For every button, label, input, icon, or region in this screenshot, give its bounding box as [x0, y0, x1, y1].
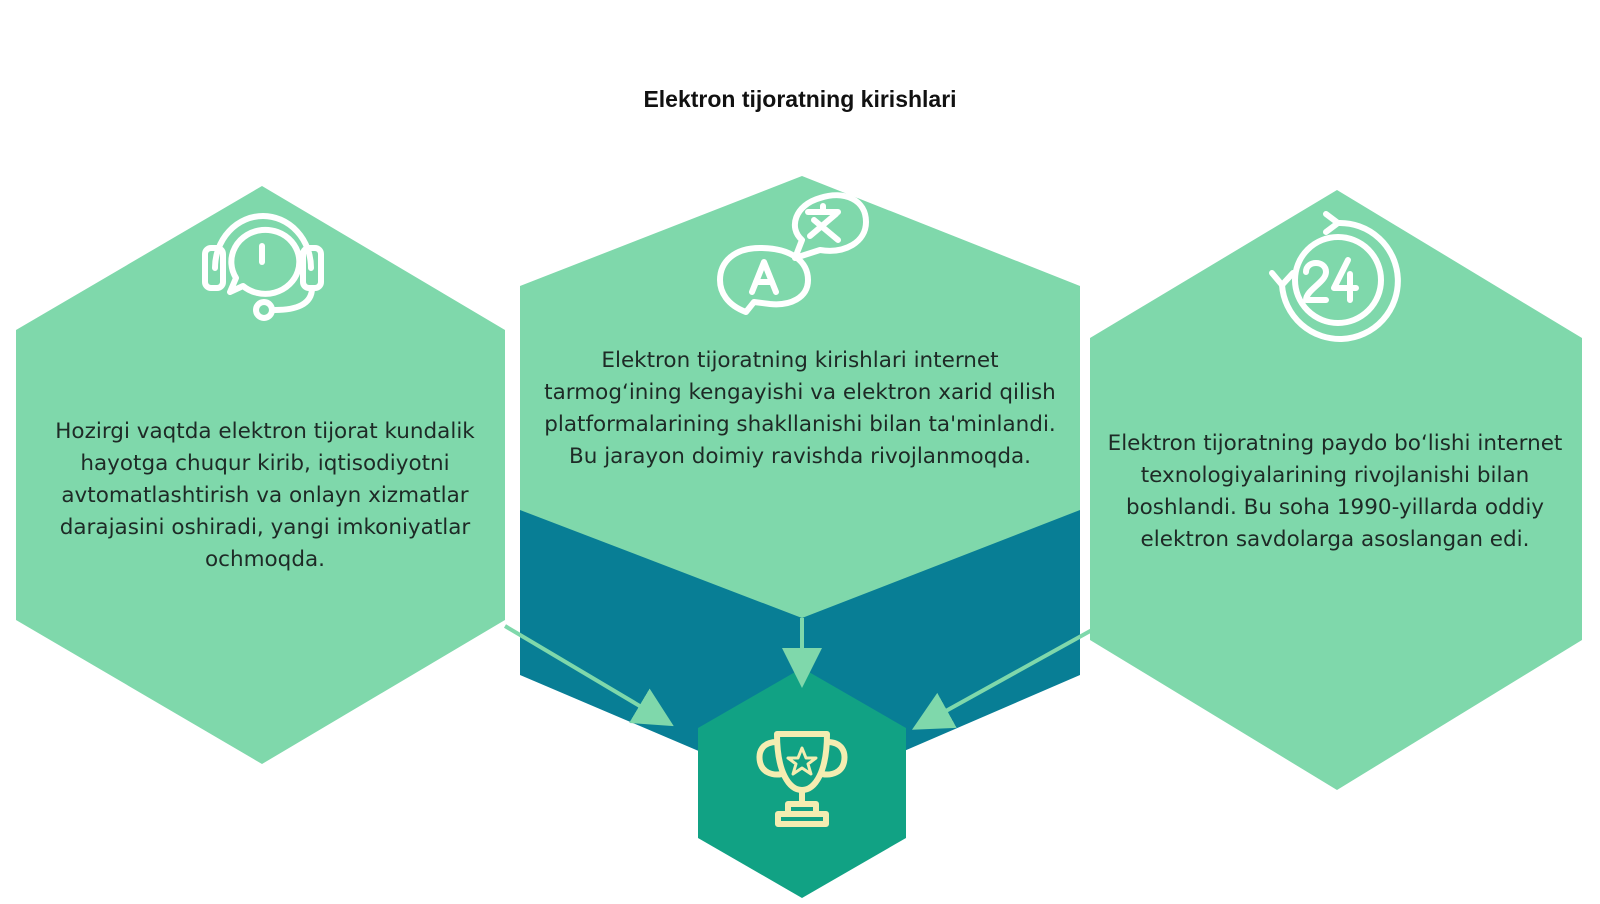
clock-24-icon	[1269, 211, 1401, 342]
page-title: Elektron tijoratning kirishlari	[643, 86, 957, 112]
translate-speech-icon	[717, 192, 869, 315]
arrow-right	[912, 628, 1093, 730]
trophy-icon	[756, 731, 848, 827]
bottom-hexagon	[698, 668, 906, 898]
support-headset-icon	[202, 213, 324, 321]
center-hexagon	[520, 176, 1080, 618]
arrow-left	[503, 624, 674, 727]
right-hexagon	[1090, 190, 1582, 790]
left-panel-text: Hozirgi vaqtda elektron tijorat kundalik…	[55, 419, 475, 572]
left-hexagon	[16, 186, 505, 764]
center-panel-text: Elektron tijoratning kirishlari internet…	[544, 348, 1056, 469]
right-panel-text: Elektron tijoratning paydo bo‘lishi inte…	[1107, 431, 1563, 552]
